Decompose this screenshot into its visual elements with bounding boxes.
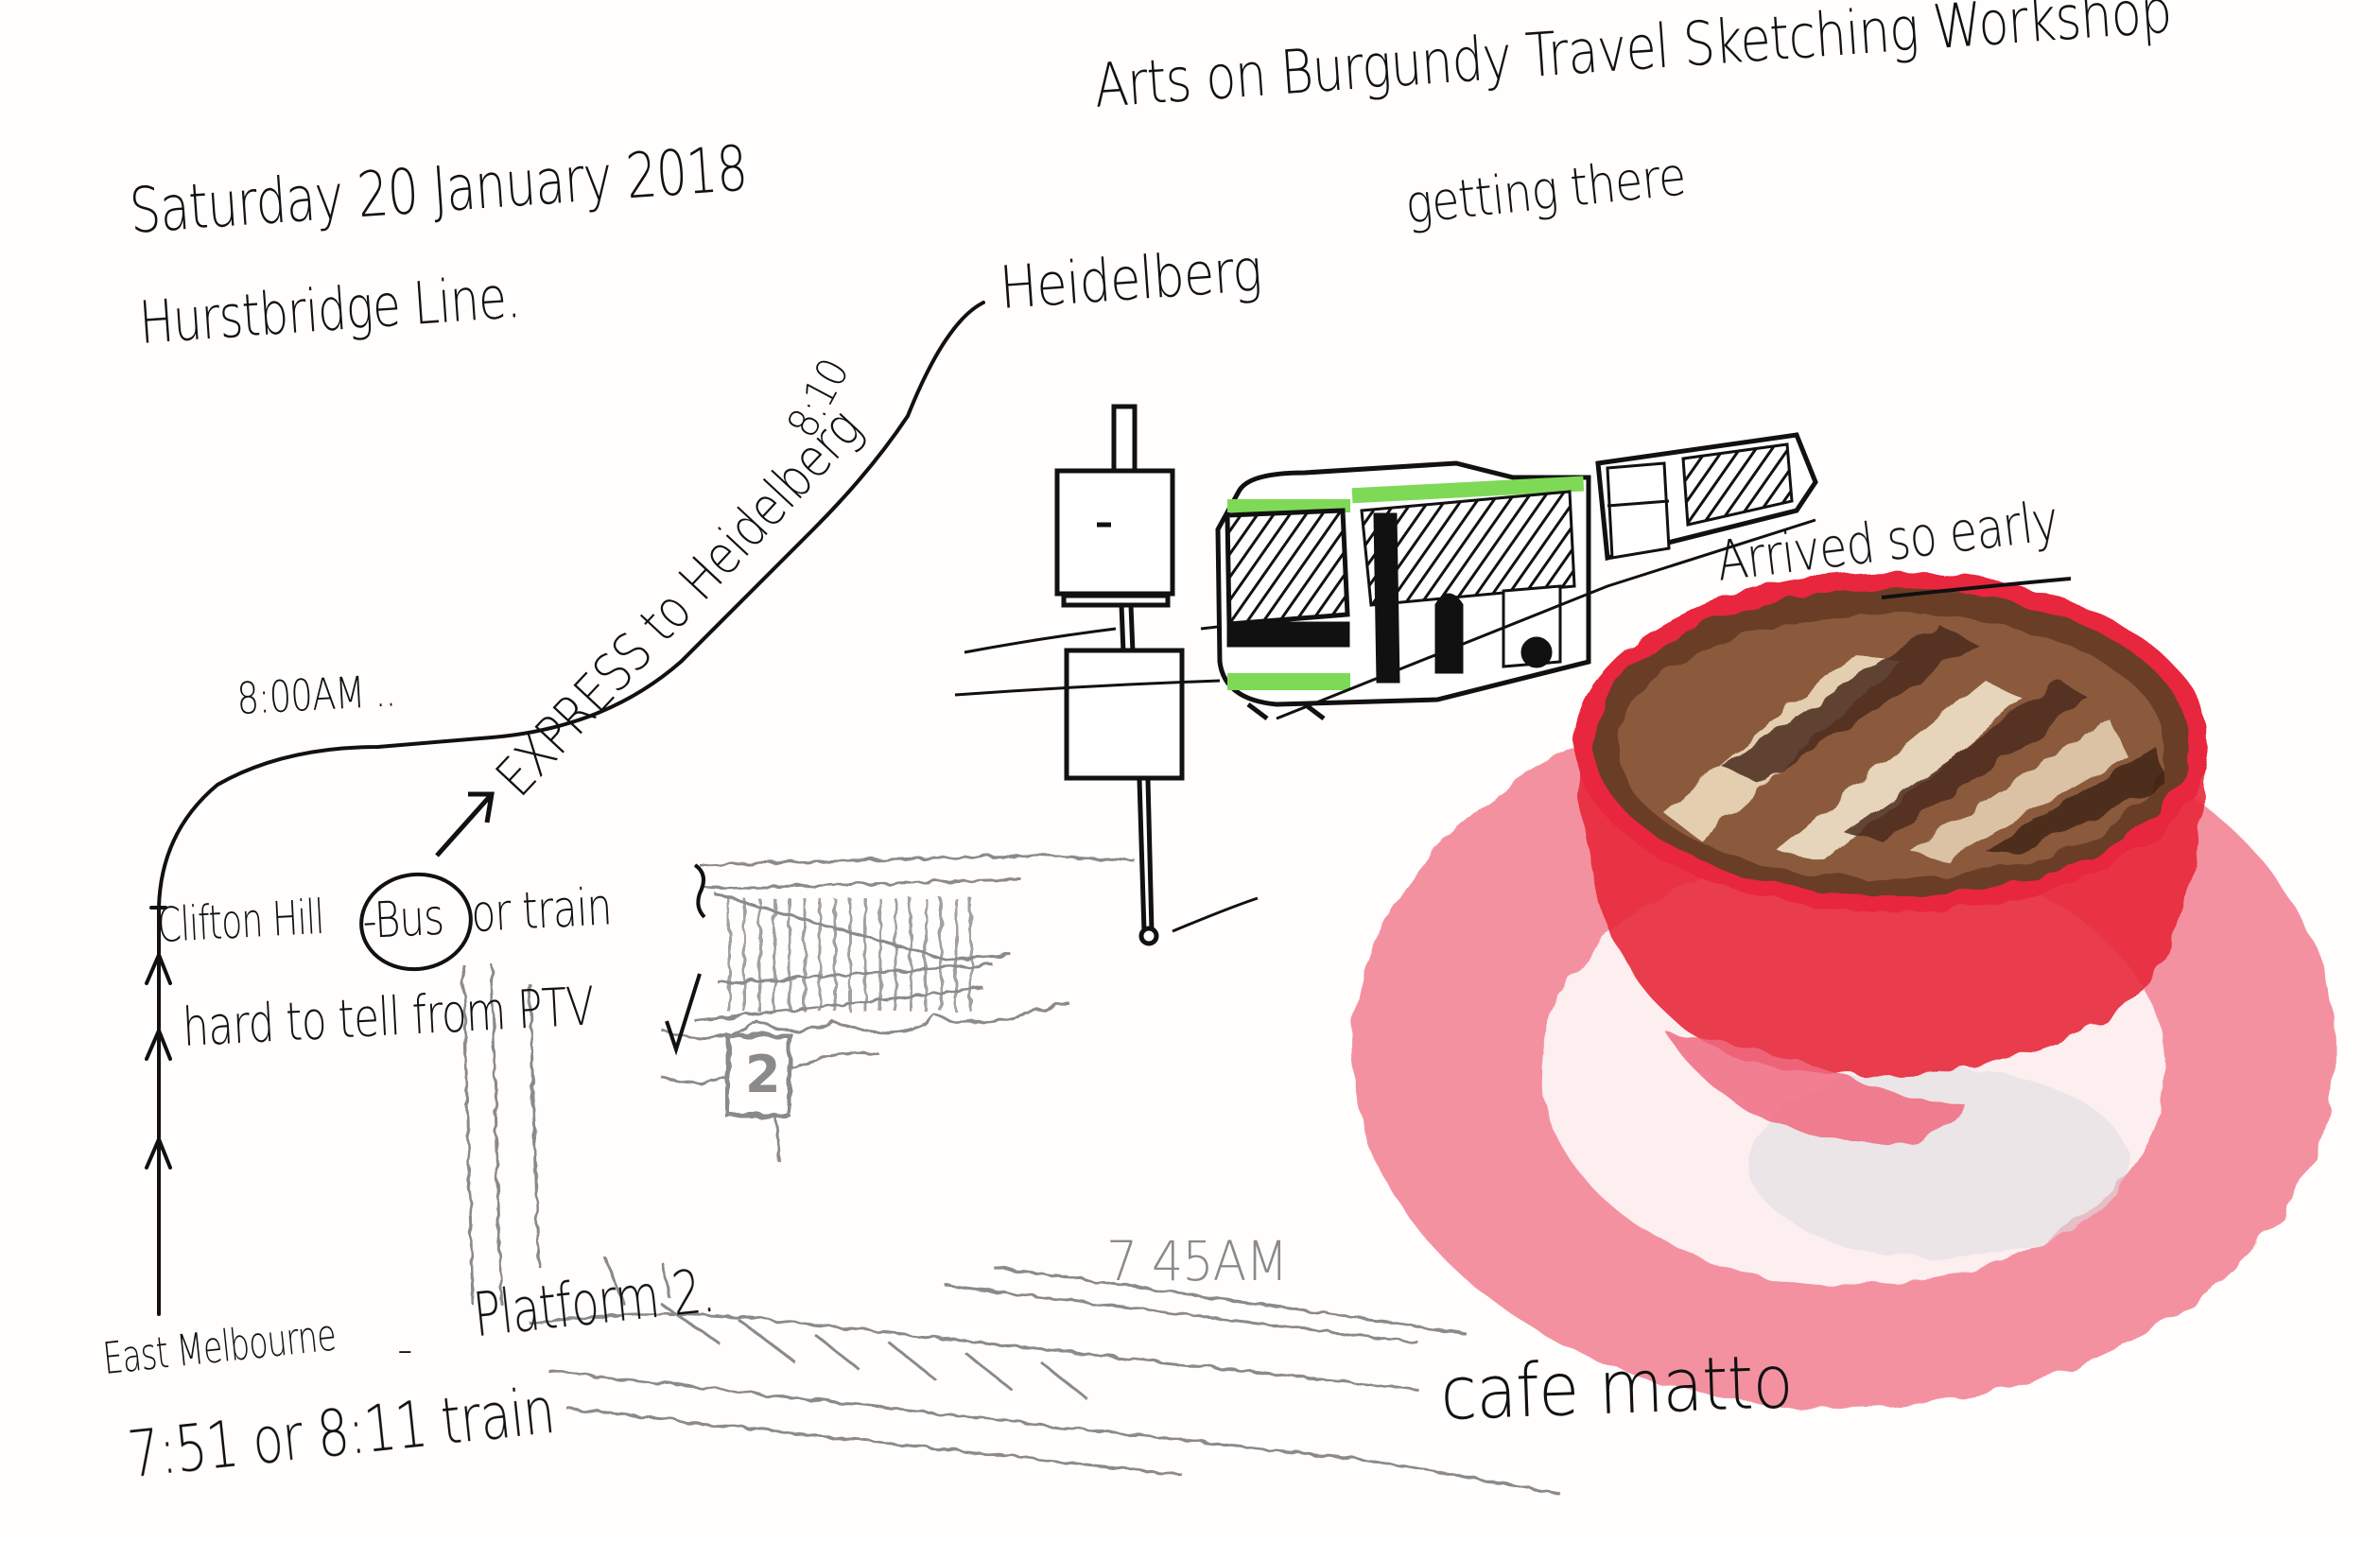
express-arrow bbox=[435, 791, 495, 858]
arrival-underline bbox=[1881, 577, 2072, 599]
bus-drawing bbox=[954, 432, 1818, 720]
platform-canopy-pencil bbox=[461, 854, 1561, 1496]
transfer-or-train: or train bbox=[469, 876, 614, 944]
platform-sign-number: 2 bbox=[745, 1045, 781, 1104]
route-line bbox=[145, 301, 985, 1316]
departure-time: 8:00AM .. bbox=[235, 665, 397, 724]
transfer-bus-circled: -Bus bbox=[360, 889, 445, 950]
transfer-station: Clifton Hill bbox=[155, 889, 325, 953]
origin-separator: - bbox=[397, 1324, 413, 1375]
pencil-time: 7 45AM bbox=[1106, 1229, 1288, 1293]
bus-circle bbox=[359, 872, 473, 972]
coffee-cup-watercolor bbox=[1574, 572, 2208, 1144]
station-sign-pole bbox=[964, 404, 1287, 946]
check-mark bbox=[665, 973, 702, 1056]
brace-mark bbox=[693, 863, 706, 919]
cafe-name: cafe matto bbox=[1438, 1340, 1795, 1437]
